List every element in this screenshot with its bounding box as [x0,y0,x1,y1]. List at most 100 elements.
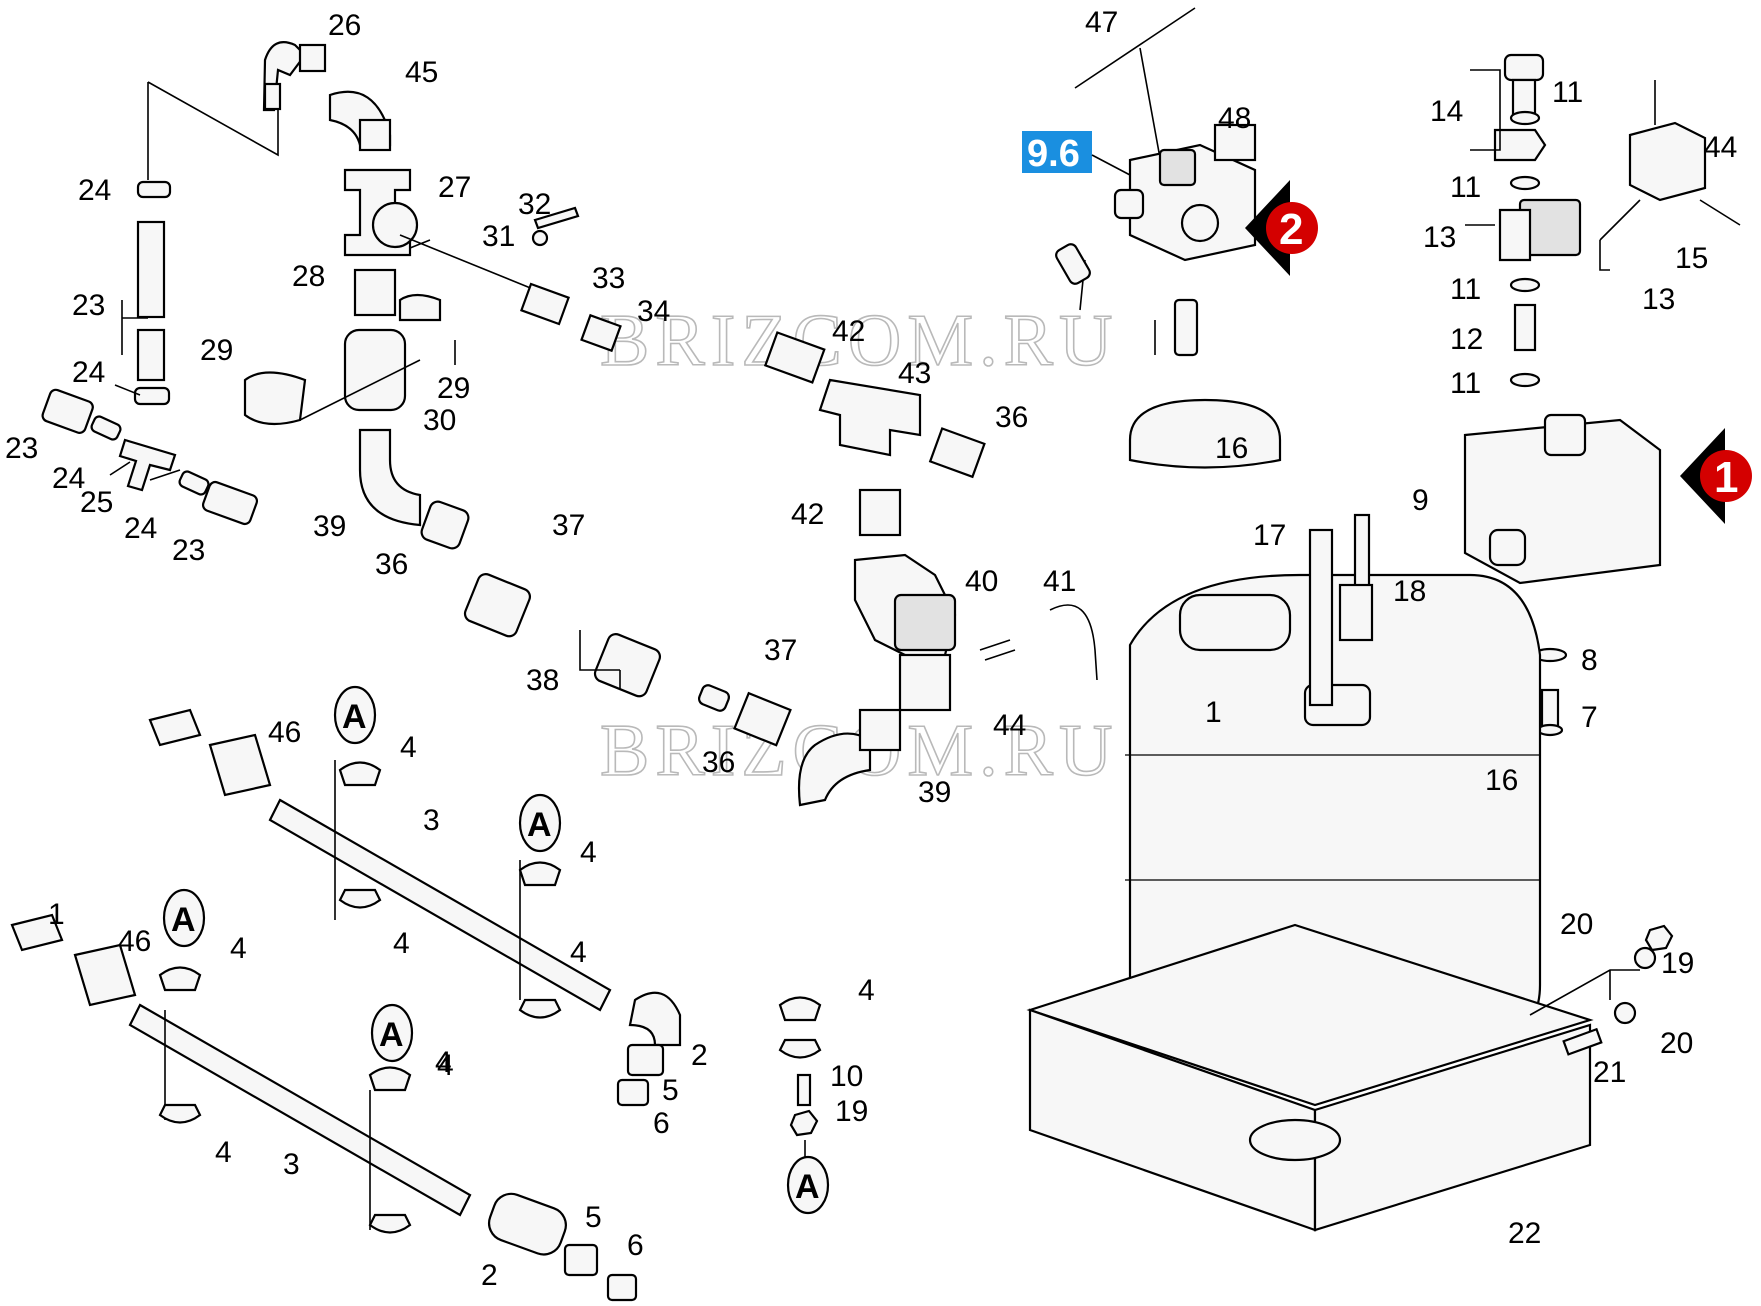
marker-1: 1 [1680,428,1752,524]
part-label: 6 [653,1107,670,1140]
part-label: 17 [1253,519,1286,552]
reference-markers-a: A A A A A [162,685,830,1215]
part-label: 11 [1450,367,1481,400]
part-label: 2 [691,1039,708,1072]
part-label: 5 [585,1201,602,1234]
marker-2: 2 [1245,180,1318,276]
part-label: 13 [1423,221,1456,254]
part-label: 11 [1552,76,1583,109]
hose-group-left [41,41,392,526]
part-label: 1 [48,898,65,931]
part-label: 30 [423,404,456,437]
part-label: 19 [1661,947,1694,980]
group-tag-box [1022,131,1092,173]
pipe-assembly-lower [10,708,822,1302]
watermark-top: BRIZCOM.RU [600,300,1118,382]
part-label: 10 [830,1060,863,1093]
ref-a-4: A [379,1016,404,1054]
part-label: 4 [580,836,597,869]
part-label: 31 [482,220,515,253]
part-label: 9 [1412,484,1429,517]
part-label: 2 [481,1259,498,1292]
part-label: 38 [526,664,559,697]
part-label: 24 [52,462,85,495]
part-label: 36 [702,746,735,779]
part-label: 29 [200,334,233,367]
part-label: 12 [1450,323,1483,356]
part-label: 36 [995,401,1028,434]
part-label: 13 [1642,283,1675,316]
part-label: 37 [552,509,585,542]
part-label: 23 [5,432,38,465]
part-label: 11 [1450,273,1481,306]
part-label: 4 [858,974,875,1007]
valve-stack-right [1463,53,1741,737]
part-label: 48 [1218,102,1251,135]
part-label: 8 [1581,644,1598,677]
part-label: 16 [1485,764,1518,797]
part-label: 32 [518,188,551,221]
solenoid-valve-group [1055,7,1257,357]
part-label: 4 [393,927,410,960]
part-label: 34 [637,295,670,328]
ref-a-5: A [795,1168,820,1206]
part-label: 42 [791,498,824,531]
piping-group-middle [463,331,1098,807]
group-tag-label: 9.6 [1027,133,1080,175]
part-label: 40 [965,565,998,598]
part-label: 36 [375,548,408,581]
part-label: 21 [1593,1056,1626,1089]
part-label: 20 [1660,1027,1693,1060]
part-label: 4 [400,731,417,764]
part-label: 25 [80,486,113,519]
part-label: 24 [78,174,111,207]
part-label: 4 [435,1046,452,1079]
part-label: 23 [172,534,205,567]
part-label: 44 [1704,131,1737,164]
part-label: 19 [835,1095,868,1128]
part-label: 4 [230,932,247,965]
part-label: 4 [215,1136,232,1169]
part-label: 7 [1581,701,1598,734]
ref-a-1: A [342,698,367,736]
marker-2-label: 2 [1279,205,1303,254]
part-label: 20 [1560,908,1593,941]
part-label: 3 [423,804,440,837]
part-label: 22 [1508,1217,1541,1250]
ref-a-3: A [171,901,196,939]
part-label: 5 [662,1074,679,1107]
part-label: 41 [1043,565,1076,598]
part-label: 24 [72,356,105,389]
part-label: 16 [1215,432,1248,465]
part-label: 4 [570,936,587,969]
part-label: 47 [1085,6,1118,39]
part-label: 15 [1675,242,1708,275]
part-label: 42 [832,315,865,348]
ref-a-2: A [527,806,552,844]
part-label: 14 [1430,95,1463,128]
canister-tank-group [1026,398,1674,1232]
part-label: 24 [124,512,157,545]
marker-1-label: 1 [1714,453,1738,502]
part-label: 43 [898,357,931,390]
part-label: 39 [918,776,951,809]
part-label: 1 [1205,696,1222,729]
part-label: 46 [268,716,301,749]
fitting-group-center [243,168,622,550]
part-label: 37 [764,634,797,667]
part-label: 27 [438,171,471,204]
part-label: 26 [328,9,361,42]
part-label: 33 [592,262,625,295]
part-label: 18 [1393,575,1426,608]
part-label: 3 [283,1148,300,1181]
part-label: 46 [118,925,151,958]
part-label: 4 [437,1049,454,1082]
part-label: 45 [405,56,438,89]
part-label: 6 [627,1229,644,1262]
part-label: 11 [1450,171,1481,204]
part-label: 23 [72,289,105,322]
part-label: 44 [993,709,1026,742]
